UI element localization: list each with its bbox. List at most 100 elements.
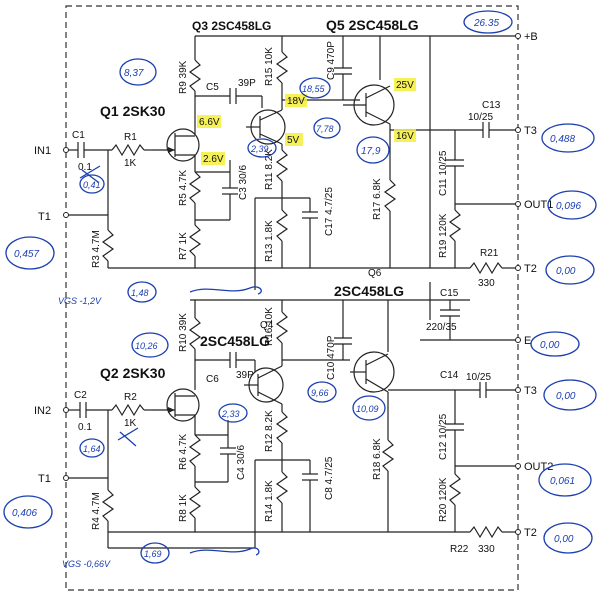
note-a966: 9,66 bbox=[311, 388, 329, 398]
label-c17: C17 4.7/25 bbox=[324, 187, 335, 236]
terminal-t1-bottom: T1 bbox=[38, 473, 51, 485]
note-a041: 0,41 bbox=[83, 180, 101, 190]
voltage-q1-drain: 6.6V bbox=[199, 117, 220, 128]
note-a000d: 0,00 bbox=[554, 534, 574, 545]
note-a179: 17,9 bbox=[361, 146, 381, 157]
label-r21-value: 330 bbox=[478, 278, 495, 289]
note-a1026: 10,26 bbox=[135, 341, 158, 351]
label-q4-type: 2SC458LG bbox=[200, 333, 270, 349]
label-c13-value: 10/25 bbox=[468, 112, 493, 123]
label-r5: R5 4.7K bbox=[178, 170, 189, 206]
label-c4: C4 30/6 bbox=[236, 445, 247, 480]
note-a0096: 0,096 bbox=[556, 201, 581, 212]
terminal-in2: IN2 bbox=[34, 405, 51, 417]
label-c14: C14 bbox=[440, 370, 459, 381]
note-a000b: 0,00 bbox=[540, 340, 560, 351]
voltage-q3-collector: 18V bbox=[287, 96, 305, 107]
label-q2: Q2 2SK30 bbox=[100, 365, 166, 381]
label-r16: R16 10K bbox=[264, 307, 275, 346]
label-r20: R20 120K bbox=[438, 477, 449, 522]
note-a164: 1,64 bbox=[83, 444, 101, 454]
terminal-out1: OUT1 bbox=[524, 199, 553, 211]
label-c11: C11 10/25 bbox=[438, 150, 449, 196]
note-a239: 2,39 bbox=[250, 144, 269, 154]
label-c15-value: 220/35 bbox=[426, 322, 457, 333]
label-q6: Q6 bbox=[368, 268, 382, 279]
terminal-plus-b: +B bbox=[524, 31, 538, 43]
label-r15: R15 10K bbox=[264, 47, 275, 86]
label-c12: C12 10/25 bbox=[438, 413, 449, 460]
component-labels: Q3 2SC458LG Q5 2SC458LG Q1 2SK30 Q4 2SC4… bbox=[34, 17, 553, 555]
note-a1855: 18,55 bbox=[302, 84, 326, 94]
label-c6-value: 39P bbox=[236, 370, 254, 381]
label-c15: C15 bbox=[440, 288, 459, 299]
note-a0457: 0,457 bbox=[14, 249, 39, 260]
terminal-t3-top: T3 bbox=[524, 125, 537, 137]
voltage-labels: 6.6V 2.6V 18V 5V 25V 16V bbox=[199, 80, 414, 165]
note-a837: 8,37 bbox=[124, 68, 144, 79]
label-r2-value: 1K bbox=[124, 418, 137, 429]
label-r10: R10 39K bbox=[178, 313, 189, 352]
label-c5-value: 39P bbox=[238, 78, 256, 89]
oval-a2635 bbox=[463, 10, 513, 34]
channel-1-wiring bbox=[66, 35, 518, 320]
channel-2-wiring bbox=[66, 299, 518, 549]
label-r1-value: 1K bbox=[124, 158, 137, 169]
voltage-q3-emitter: 5V bbox=[287, 135, 300, 146]
label-c2-value: 0.1 bbox=[78, 422, 92, 433]
label-r9: R9 39K bbox=[178, 60, 189, 94]
label-q3: Q3 2SC458LG bbox=[192, 19, 271, 33]
label-r21: R21 bbox=[480, 248, 499, 259]
label-c8: C8 4.7/25 bbox=[324, 456, 335, 500]
terminal-t2-bottom: T2 bbox=[524, 527, 537, 539]
label-c2: C2 bbox=[74, 390, 87, 401]
label-c6: C6 bbox=[206, 374, 219, 385]
terminal-t2-top: T2 bbox=[524, 263, 537, 275]
voltage-q1-source: 2.6V bbox=[203, 154, 224, 165]
label-q6-type: 2SC458LG bbox=[334, 283, 404, 299]
label-r22: R22 bbox=[450, 544, 469, 555]
label-c10: C10 470P bbox=[326, 335, 337, 380]
note-a233: 2,33 bbox=[221, 409, 240, 419]
label-c9: C9 470P bbox=[326, 41, 337, 80]
voltage-highlights bbox=[197, 78, 416, 165]
terminal-in1: IN1 bbox=[34, 145, 51, 157]
note-a0406: 0,406 bbox=[12, 508, 37, 519]
voltage-q5-collector: 25V bbox=[396, 80, 414, 91]
label-r8: R8 1K bbox=[178, 494, 189, 522]
label-r22-value: 330 bbox=[478, 544, 495, 555]
label-q1: Q1 2SK30 bbox=[100, 103, 166, 119]
label-r3: R3 4.7M bbox=[91, 230, 102, 268]
label-r2: R2 bbox=[124, 392, 137, 403]
note-a000a: 0,00 bbox=[556, 266, 576, 277]
label-r6: R6 4.7K bbox=[178, 434, 189, 470]
label-r11: R11 8.2K bbox=[264, 149, 275, 190]
note-a778: 7,78 bbox=[316, 124, 334, 134]
label-r4: R4 4.7M bbox=[91, 492, 102, 530]
label-c13: C13 bbox=[482, 100, 501, 111]
note-a0061: 0,061 bbox=[550, 476, 575, 487]
label-r1: R1 bbox=[124, 132, 137, 143]
terminal-t3-bottom: T3 bbox=[524, 385, 537, 397]
label-c1-value: 0.1 bbox=[78, 162, 92, 173]
label-r19: R19 120K bbox=[438, 213, 449, 258]
note-vgs2: VGS -0,66V bbox=[62, 559, 111, 569]
note-a0488: 0,488 bbox=[550, 134, 575, 145]
terminal-t1-top: T1 bbox=[38, 211, 51, 223]
terminal-out2: OUT2 bbox=[524, 461, 553, 473]
label-c3: C3 30/6 bbox=[238, 165, 249, 200]
label-q5: Q5 2SC458LG bbox=[326, 17, 419, 33]
label-r13: R13 1.8K bbox=[264, 220, 275, 262]
label-r7: R7 1K bbox=[178, 232, 189, 260]
handwritten-annotations: 26.35 8,37 18,55 2,39 7,78 17,9 0,41 0,4… bbox=[3, 10, 597, 569]
note-a1009: 10,09 bbox=[356, 404, 379, 414]
label-c14-value: 10/25 bbox=[466, 372, 491, 383]
terminal-dots bbox=[63, 33, 521, 535]
enclosure-border bbox=[65, 5, 519, 591]
terminal-e: E bbox=[524, 335, 531, 347]
note-a000c: 0,00 bbox=[556, 391, 576, 402]
label-r18: R18 6.8K bbox=[372, 438, 383, 480]
label-r17: R17 6.8K bbox=[372, 178, 383, 220]
